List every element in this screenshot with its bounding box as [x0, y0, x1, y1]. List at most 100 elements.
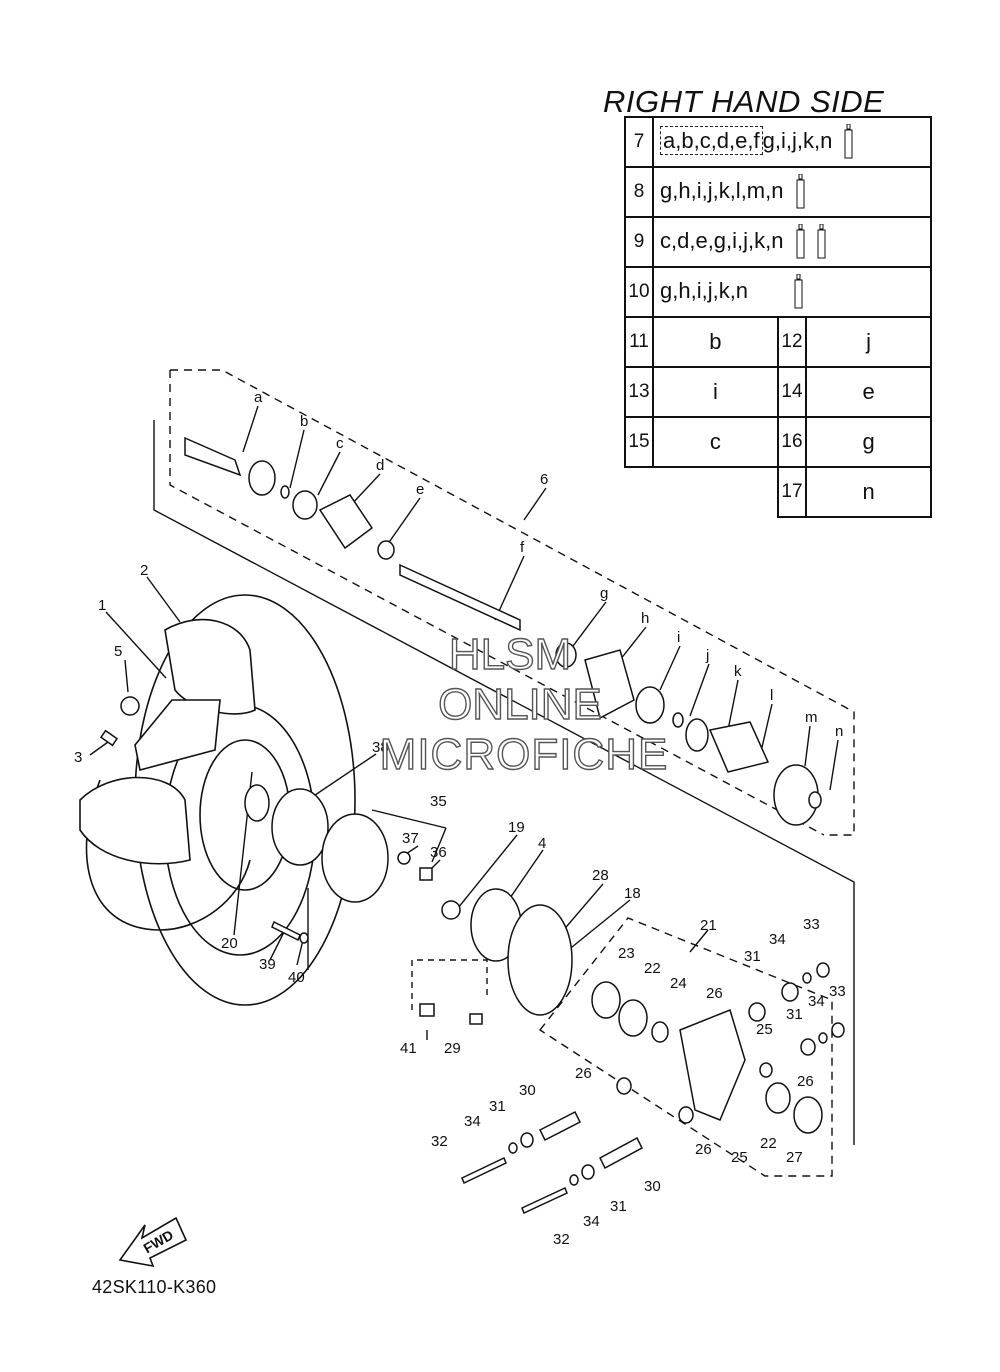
pair-row-11-12: 11 b 12 j [624, 316, 932, 368]
part-3: 3 [74, 749, 82, 766]
part-40: 40 [288, 969, 305, 986]
part-21: 21 [700, 917, 717, 934]
kit-letters: c,d,e,g,i,j,k,n [660, 227, 784, 253]
part-5: 5 [114, 643, 122, 660]
kit-row-8: 8 g,h,i,j,k,l,m,n [624, 166, 932, 218]
page-title: RIGHT HAND SIDE [603, 84, 885, 119]
part-31a: 31 [744, 948, 761, 965]
drawing-code: 42SK110-K360 [92, 1277, 217, 1297]
part-23: 23 [618, 945, 635, 962]
kit-letters: g,i,j,k,n [762, 127, 833, 153]
label-i: i [677, 629, 680, 646]
part-24: 24 [670, 975, 687, 992]
part-32a: 32 [431, 1133, 448, 1150]
part-2: 2 [140, 562, 148, 579]
part-26a: 26 [706, 985, 723, 1002]
letter-labels: a b c d e f g h i j k l m n [254, 389, 843, 740]
part-38: 38 [372, 739, 389, 756]
part-30b: 30 [644, 1178, 661, 1195]
wheel-guard [79, 618, 256, 865]
part-28: 28 [592, 867, 609, 884]
grease-tube-icon [794, 274, 803, 309]
part-27: 27 [786, 1149, 803, 1166]
kit-number: 10 [624, 266, 654, 318]
kit-boxed-letters: a,b,c,d,e,f [660, 125, 763, 155]
part-22a: 22 [644, 960, 661, 977]
part-39: 39 [259, 956, 276, 973]
label-e: e [416, 481, 424, 498]
part-25a: 25 [756, 1021, 773, 1038]
ref-letter: g [805, 416, 932, 468]
part-6: 6 [540, 471, 548, 488]
kit-number: 7 [624, 116, 654, 168]
ref-number: 12 [776, 316, 808, 368]
kit-letters: g,h,i,j,k,n [660, 277, 749, 303]
ref-number: 11 [624, 316, 654, 368]
part-26d: 26 [695, 1141, 712, 1158]
part-32b: 32 [553, 1231, 570, 1248]
part-34a: 34 [769, 931, 786, 948]
ref-letter: n [805, 466, 932, 518]
ref-number: 17 [776, 466, 808, 518]
label-j: j [705, 647, 709, 664]
part-33a: 33 [803, 916, 820, 933]
part-19: 19 [508, 819, 525, 836]
label-g: g [600, 585, 608, 602]
pair-row-13-14: 13 i 14 e [624, 366, 932, 418]
part-25b: 25 [731, 1149, 748, 1166]
grease-tube-icon [796, 224, 805, 259]
kit-row-9: 9 c,d,e,g,i,j,k,n [624, 216, 932, 268]
part-30a: 30 [519, 1082, 536, 1099]
drive-shaft [184, 436, 822, 826]
ref-number: 15 [624, 416, 654, 468]
part-26b: 26 [575, 1065, 592, 1082]
watermark-line-2: ONLINE [437, 679, 602, 729]
part-33b: 33 [829, 983, 846, 1000]
ref-letter: e [805, 366, 932, 418]
pair-row-15-16: 15 c 16 g [624, 416, 932, 468]
fwd-arrow: FWD [118, 1216, 188, 1268]
ref-number: 16 [776, 416, 808, 468]
label-l: l [770, 687, 773, 704]
label-k: k [734, 663, 742, 680]
label-h: h [641, 610, 649, 627]
label-b: b [300, 413, 308, 430]
ref-letter: i [652, 366, 779, 418]
grease-tube-icon [817, 224, 826, 259]
part-1: 1 [98, 597, 106, 614]
part-35: 35 [430, 793, 447, 810]
part-18: 18 [624, 885, 641, 902]
part-31c: 31 [489, 1098, 506, 1115]
part-41: 41 [400, 1040, 417, 1057]
ref-letter: j [805, 316, 932, 368]
grease-tube-icon [844, 124, 853, 159]
kit-row-10: 10 g,h,i,j,k,n [624, 266, 932, 318]
part-34b: 34 [808, 993, 825, 1010]
ref-number: 14 [776, 366, 808, 418]
label-n: n [835, 723, 843, 740]
part-20: 20 [221, 935, 238, 952]
label-f: f [520, 539, 525, 556]
ref-number: 13 [624, 366, 654, 418]
part-29: 29 [444, 1040, 461, 1057]
pair-row-17: 17 n [625, 466, 932, 518]
label-m: m [805, 709, 818, 726]
part-34c: 34 [464, 1113, 481, 1130]
part-34d: 34 [583, 1213, 600, 1230]
part-22b: 22 [760, 1135, 777, 1152]
label-a: a [254, 389, 263, 406]
part-number-labels: 1 2 3 4 5 6 18 19 20 21 22 22 23 24 25 2… [74, 471, 846, 1248]
kit-number: 8 [624, 166, 654, 218]
kit-letters: g,h,i,j,k,l,m,n [660, 177, 784, 203]
ref-letter: c [652, 416, 779, 468]
kit-number: 9 [624, 216, 654, 268]
part-31d: 31 [610, 1198, 627, 1215]
label-c: c [336, 435, 344, 452]
ref-letter: b [652, 316, 779, 368]
grease-tube-icon [796, 174, 805, 209]
watermark-line-3: MICROFICHE [379, 729, 669, 779]
part-4: 4 [538, 835, 546, 852]
